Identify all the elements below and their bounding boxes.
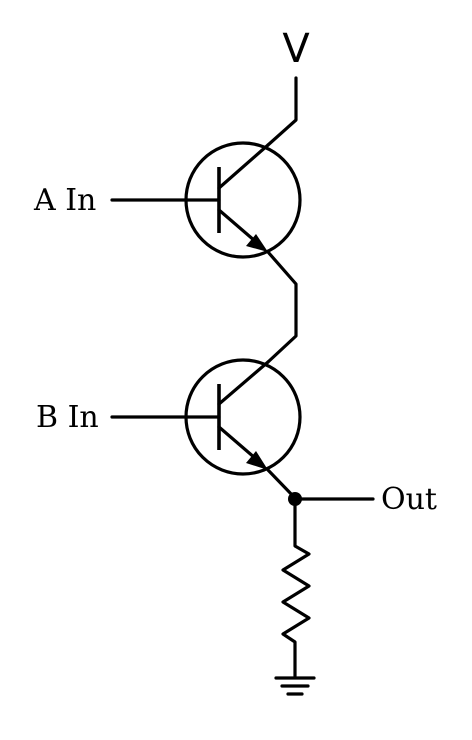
ground-icon: [274, 676, 316, 696]
transistor-top-collector: [217, 143, 270, 190]
input-a-label: A In: [33, 183, 96, 218]
output-node-wire: [266, 468, 297, 500]
transistor-bottom-collector: [217, 360, 270, 406]
transistor-bottom-emitter-arrow-icon: [246, 451, 268, 470]
resistor-icon: [281, 497, 311, 678]
transistor-top: [184, 141, 302, 259]
input-b-label: B In: [36, 400, 99, 435]
transistor-top-emitter-arrow-icon: [246, 234, 268, 252]
supply-wire: [266, 76, 298, 147]
output-label: Out: [381, 482, 437, 517]
series-connection-wire: [266, 250, 298, 364]
supply-voltage-label: V: [282, 26, 310, 72]
